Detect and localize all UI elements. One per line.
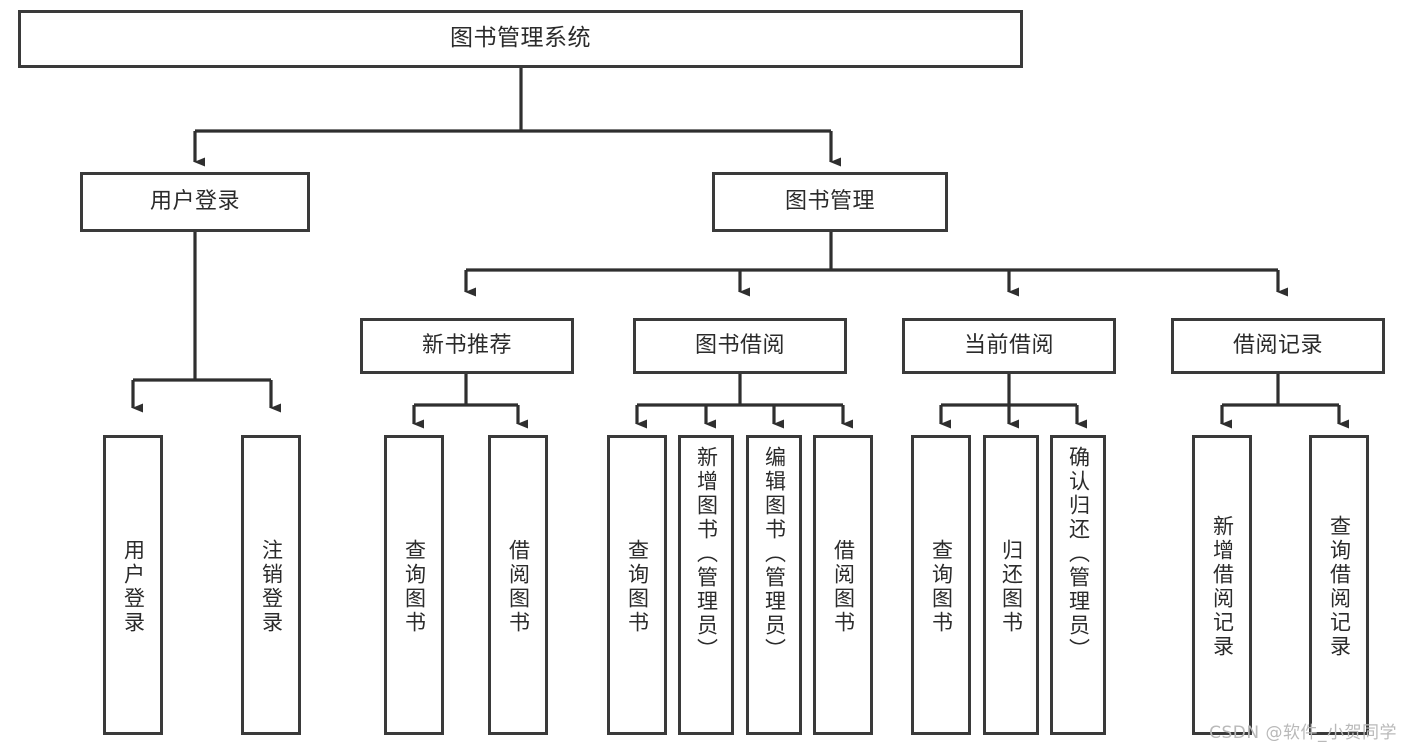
node-label: 编辑图书（管理员） (762, 446, 787, 662)
node-label: 借阅记录 (1232, 332, 1323, 358)
leaf-confirm-return-admin[interactable]: 确认归还（管理员） (1050, 435, 1106, 735)
csdn-watermark: CSDN @软件_小贺同学 (1209, 723, 1397, 743)
node-label: 图书借阅 (694, 332, 785, 358)
node-label: 查询图书 (402, 539, 427, 635)
node-label: 查询图书 (929, 539, 954, 635)
node-label: 新书推荐 (421, 332, 512, 358)
leaf-query-borrow-record[interactable]: 查询借阅记录 (1309, 435, 1369, 735)
leaf-add-book-admin[interactable]: 新增图书（管理员） (678, 435, 734, 735)
leaf-user-login[interactable]: 用户登录 (103, 435, 163, 735)
node-label: 新增借阅记录 (1210, 515, 1235, 659)
leaf-return-book[interactable]: 归还图书 (983, 435, 1039, 735)
node-label: 用户登录 (121, 539, 146, 635)
node-label: 确认归还（管理员） (1066, 446, 1091, 662)
node-current-borrowing[interactable]: 当前借阅 (902, 318, 1116, 374)
node-label: 查询图书 (625, 539, 650, 635)
node-label: 图书管理 (784, 188, 875, 214)
leaf-logout[interactable]: 注销登录 (241, 435, 301, 735)
node-new-book-recommendation[interactable]: 新书推荐 (360, 318, 574, 374)
node-label: 借阅图书 (831, 539, 856, 635)
node-label: 归还图书 (999, 539, 1024, 635)
node-label: 借阅图书 (506, 539, 531, 635)
leaf-borrow-book-recommend[interactable]: 借阅图书 (488, 435, 548, 735)
node-label: 图书管理系统 (450, 25, 591, 52)
node-label: 查询借阅记录 (1327, 515, 1352, 659)
leaf-add-borrow-record[interactable]: 新增借阅记录 (1192, 435, 1252, 735)
node-label: 注销登录 (259, 539, 284, 635)
leaf-query-book-borrow[interactable]: 查询图书 (607, 435, 667, 735)
leaf-query-book-current[interactable]: 查询图书 (911, 435, 971, 735)
node-label: 当前借阅 (963, 332, 1054, 358)
node-book-borrowing[interactable]: 图书借阅 (633, 318, 847, 374)
leaf-query-book-recommend[interactable]: 查询图书 (384, 435, 444, 735)
node-label: 用户登录 (149, 188, 240, 214)
node-user-login[interactable]: 用户登录 (80, 172, 310, 232)
leaf-edit-book-admin[interactable]: 编辑图书（管理员） (746, 435, 802, 735)
node-root-book-management-system[interactable]: 图书管理系统 (18, 10, 1023, 68)
node-borrowing-record[interactable]: 借阅记录 (1171, 318, 1385, 374)
node-book-management[interactable]: 图书管理 (712, 172, 948, 232)
leaf-lend-book[interactable]: 借阅图书 (813, 435, 873, 735)
node-label: 新增图书（管理员） (694, 446, 719, 662)
